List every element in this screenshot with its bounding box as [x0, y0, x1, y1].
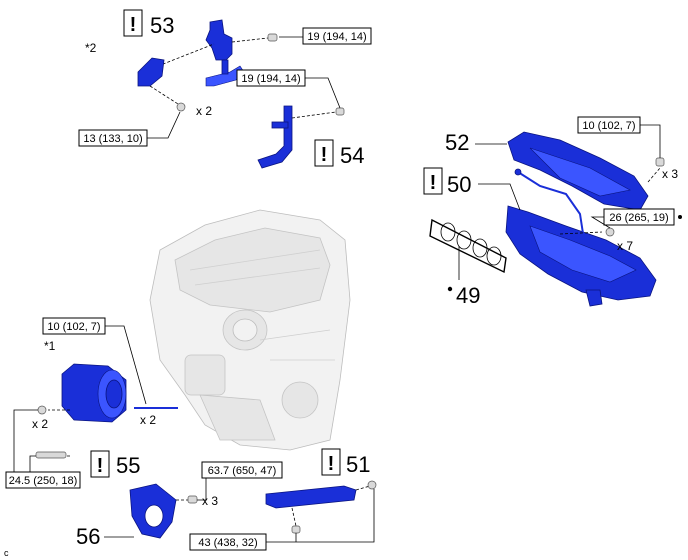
compressor-bracket-56 [129, 483, 198, 539]
qty-x2-top: x 2 [196, 104, 212, 118]
svg-text:10 (102, 7): 10 (102, 7) [582, 120, 635, 132]
manifold-stay-51 [265, 480, 377, 534]
note-star-1: *1 [44, 339, 56, 353]
bullet-49 [447, 286, 453, 292]
engine-block [149, 209, 351, 451]
svg-text:63.7 (650, 47): 63.7 (650, 47) [208, 465, 277, 477]
qty-x3-insulator: x 3 [662, 167, 678, 181]
torque-spec-7: 24.5 (250, 18) [5, 409, 81, 489]
callout-50: 50 [447, 172, 471, 197]
caution-mark-54: ! [314, 139, 334, 167]
water-outlet-53 [157, 19, 278, 87]
torque-spec-6: 10 (102, 7) [42, 317, 147, 405]
svg-text:!: ! [321, 144, 328, 166]
torque-spec-8: 63.7 (650, 47) [197, 461, 283, 501]
caution-mark-50: ! [423, 167, 443, 195]
torque-spec-3: 13 (133, 10) [78, 111, 181, 147]
exhaust-manifold-50 [505, 168, 657, 307]
svg-text:24.5 (250, 18): 24.5 (250, 18) [9, 475, 78, 487]
svg-text:!: ! [130, 14, 137, 36]
caution-mark-51: ! [321, 448, 341, 476]
svg-text:26 (265, 19): 26 (265, 19) [609, 212, 668, 224]
callout-53: 53 [150, 13, 174, 38]
svg-text:!: ! [97, 455, 104, 477]
callout-49: 49 [456, 283, 480, 308]
callout-55: 55 [116, 453, 140, 478]
note-star-2: *2 [85, 41, 97, 55]
svg-text:10 (102, 7): 10 (102, 7) [47, 321, 100, 333]
svg-text:13 (133, 10): 13 (133, 10) [83, 133, 142, 145]
svg-text:19 (194, 14): 19 (194, 14) [241, 73, 300, 85]
callout-54: 54 [340, 143, 364, 168]
exhaust-heat-insulator-52 [507, 131, 665, 211]
torque-spec-1: 19 (194, 14) [279, 27, 372, 45]
torque-spec-5: 26 (265, 19) [590, 208, 682, 229]
ac-compressor-55 [35, 363, 178, 459]
svg-text:!: ! [328, 453, 335, 475]
qty-x2-compressor: x 2 [140, 413, 156, 427]
caution-mark-53: ! [123, 9, 143, 37]
svg-text:!: ! [430, 172, 437, 194]
qty-x3-bracket: x 3 [202, 494, 218, 508]
water-bypass-pipe-54 [257, 105, 345, 169]
bracket-part [137, 57, 186, 112]
qty-x2-bolt: x 2 [32, 417, 48, 431]
torque-spec-9: 43 (438, 32) [189, 489, 375, 551]
qty-x7-manifold: x 7 [617, 239, 633, 253]
caution-mark-55: ! [90, 450, 110, 478]
svg-text:43 (438, 32): 43 (438, 32) [198, 537, 257, 549]
callout-56: 56 [76, 524, 100, 549]
torque-spec-2: 19 (194, 14) [236, 69, 341, 109]
callout-51: 51 [346, 452, 370, 477]
svg-text:19 (194, 14): 19 (194, 14) [307, 31, 366, 43]
torque-spec-4: 10 (102, 7) [577, 116, 661, 158]
exhaust-manifold-gasket-49 [429, 218, 507, 274]
corner-code: c [4, 548, 9, 558]
callout-52: 52 [445, 130, 469, 155]
